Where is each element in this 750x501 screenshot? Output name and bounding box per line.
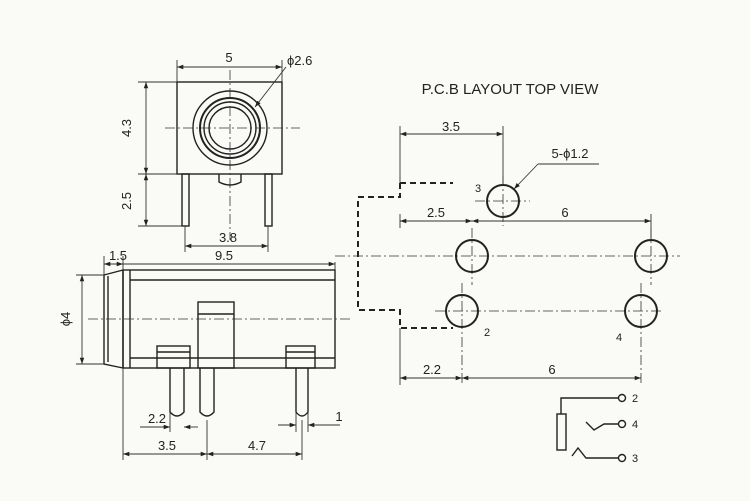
dim-hole-leader bbox=[254, 66, 287, 108]
dim-holes-leader bbox=[513, 163, 539, 190]
dim-first-pin: 3.5 bbox=[158, 438, 176, 453]
dim-lower-spacing: 6 bbox=[548, 362, 555, 377]
pcb-pin-label-3: 3 bbox=[475, 183, 481, 195]
side-pin-1 bbox=[169, 368, 185, 417]
side-middle-contact bbox=[197, 301, 235, 369]
side-pin-2 bbox=[199, 368, 215, 417]
front-right-pin bbox=[264, 173, 273, 227]
dim-pin-offset: 2.2 bbox=[148, 411, 166, 426]
pcb-outline bbox=[357, 182, 453, 329]
dim-body-height: 4.3 bbox=[119, 119, 134, 137]
schematic-sleeve bbox=[556, 413, 567, 451]
pcb-layout: P.C.B LAYOUT TOP VIEW 3 2 4 3.5 5-ϕ1.2 bbox=[335, 81, 680, 385]
schematic-label-3: 3 bbox=[632, 453, 638, 465]
pcb-pin-label-4: 4 bbox=[616, 332, 622, 344]
dim-front-ring: 1.5 bbox=[109, 248, 127, 263]
dim-diameter: ϕ4 bbox=[58, 312, 73, 327]
schematic-label-2: 2 bbox=[632, 393, 638, 405]
pcb-hole-4 bbox=[624, 294, 658, 328]
dim-upper-spacing: 6 bbox=[561, 205, 568, 220]
dim-hole: ϕ2.6 bbox=[287, 53, 312, 68]
side-left-tab bbox=[156, 345, 191, 369]
front-view: 5 ϕ2.6 4.3 2.5 3.8 bbox=[119, 50, 312, 252]
pcb-hole-2 bbox=[445, 294, 479, 328]
dim-top-offset: 3.5 bbox=[442, 119, 460, 134]
dim-upper-offset: 2.5 bbox=[427, 205, 445, 220]
side-front-ring bbox=[103, 269, 124, 369]
dim-pin-spacing: 4.7 bbox=[248, 438, 266, 453]
pcb-hole-upper-left bbox=[455, 239, 489, 273]
dim-pin-pitch: 3.8 bbox=[219, 230, 237, 245]
schematic-wire-2 bbox=[560, 397, 618, 414]
schematic-wire-3 bbox=[571, 446, 618, 459]
schematic-label-4: 4 bbox=[632, 419, 638, 431]
dim-holes: 5-ϕ1.2 bbox=[552, 146, 589, 161]
side-right-tab bbox=[285, 345, 316, 369]
side-view: 1.5 9.5 ϕ4 2.2 1 3.5 4.7 bbox=[58, 248, 350, 460]
front-bottom-tab bbox=[218, 174, 242, 186]
pcb-pin-label-2: 2 bbox=[484, 327, 490, 339]
dim-lower-offset: 2.2 bbox=[423, 362, 441, 377]
side-pin-3 bbox=[295, 368, 309, 417]
schematic-wire-4 bbox=[585, 421, 618, 431]
pin-schematic: 2 4 3 bbox=[556, 393, 638, 465]
dim-body-length: 9.5 bbox=[215, 248, 233, 263]
front-left-pin bbox=[181, 173, 190, 227]
dim-front-width: 5 bbox=[225, 50, 232, 65]
dim-pin-width: 1 bbox=[335, 409, 342, 424]
pcb-title: P.C.B LAYOUT TOP VIEW bbox=[422, 81, 600, 98]
dim-pin-length: 2.5 bbox=[119, 192, 134, 210]
